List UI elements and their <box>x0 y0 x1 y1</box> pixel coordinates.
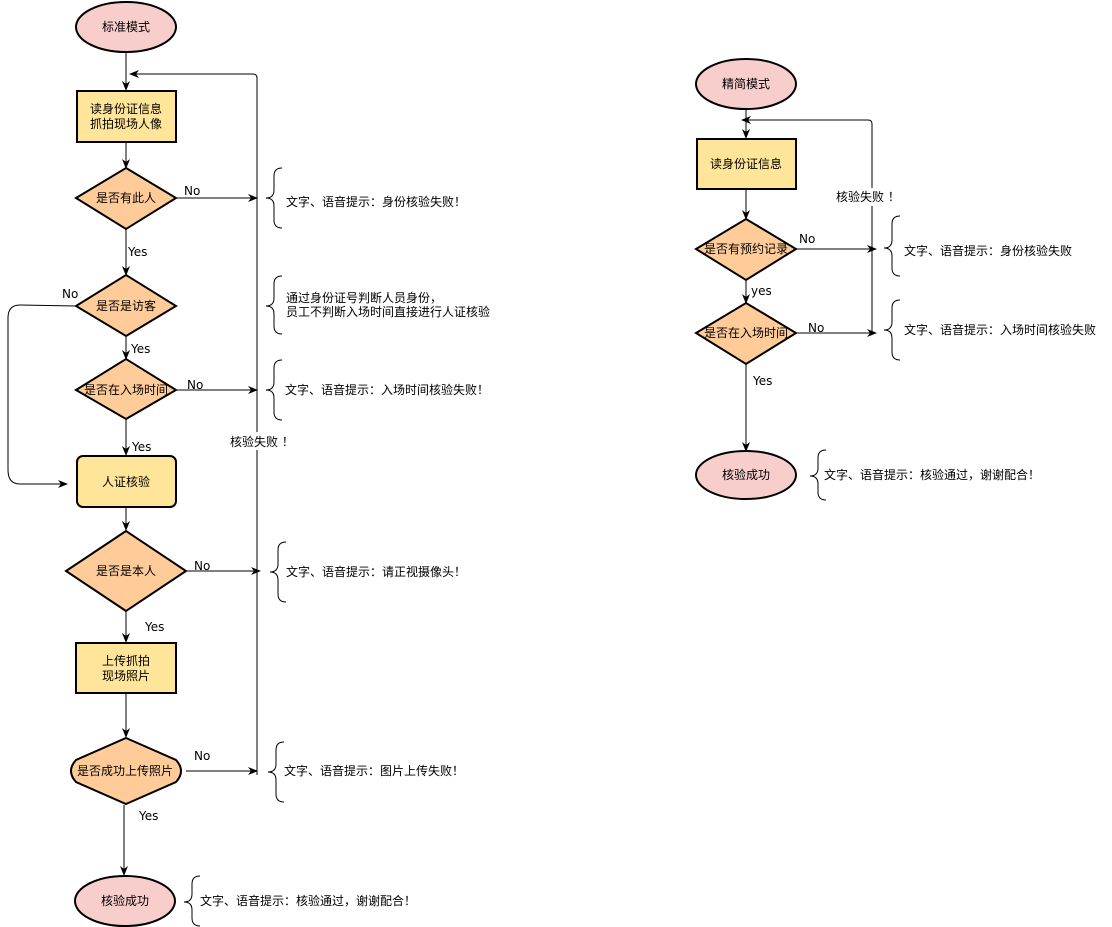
left-fail-label: 核验失败 ！ <box>230 434 294 449</box>
r-note-success-text: 文字、语音提示：核验通过，谢谢配合！ <box>824 467 1040 482</box>
node-start-standard: 标准模式 <box>75 1 177 53</box>
decision-time-label: 是否在入场时间 <box>84 383 168 397</box>
r-decision-time-label: 是否在入场时间 <box>704 326 788 340</box>
r-edge-label-yes-reserve: yes <box>751 284 772 298</box>
edge-label-no-upload: No <box>194 749 210 763</box>
read-id-label-line2: 抓拍现场人像 <box>90 116 162 131</box>
note-visitor-rule: 通过身份证号判断人员身份， 员工不判断入场时间直接进行人证核验 <box>265 275 490 335</box>
decision-visitor-label: 是否是访客 <box>96 298 156 313</box>
edge-label-yes-self: Yes <box>144 620 164 634</box>
edge-label-yes-person: Yes <box>127 245 147 259</box>
node-verify-id-face: 人证核验 <box>76 455 177 508</box>
node-r-decision-time: 是否在入场时间 <box>694 301 798 366</box>
r-edge-label-no-time: No <box>808 321 824 335</box>
r-edge-label-no-reserve: No <box>799 232 815 246</box>
edge-label-no-visitor: No <box>62 287 78 301</box>
r-read-id-label: 读身份证信息 <box>710 156 782 171</box>
left-connectors <box>7 53 261 876</box>
success-left-label: 核验成功 <box>101 893 149 908</box>
edge-label-yes-time: Yes <box>131 440 151 454</box>
upload-label-line1: 上传抓拍 <box>102 653 150 668</box>
edge-visitor-no-bypass <box>7 304 77 488</box>
decision-self-label: 是否是本人 <box>96 564 156 578</box>
read-id-label-line1: 读身份证信息 <box>90 101 162 116</box>
edge-label-yes-upload: Yes <box>138 809 158 823</box>
edge-label-no-time: No <box>187 378 203 392</box>
note-time-text: 文字、语音提示：入场时间核验失败！ <box>285 382 489 397</box>
start-simple-label: 精简模式 <box>722 77 770 91</box>
node-end-success-right: 核验成功 <box>695 450 797 500</box>
node-r-decision-reserve: 是否有预约记录 <box>694 217 798 282</box>
edge-label-no-self: No <box>194 559 210 573</box>
success-right-label: 核验成功 <box>722 467 770 482</box>
node-read-id-capture: 读身份证信息 抓拍现场人像 <box>76 90 177 143</box>
r-note-reserve-fail: 文字、语音提示：身份核验失败 <box>883 215 1072 277</box>
edge-label-yes-visitor: Yes <box>130 342 150 356</box>
note-visitor-text-line2: 员工不判断入场时间直接进行人证核验 <box>286 304 490 319</box>
return-loop-line-right <box>741 116 873 333</box>
r-note-reserve-text: 文字、语音提示：身份核验失败 <box>904 243 1072 258</box>
right-connectors <box>741 109 877 452</box>
verify-label: 人证核验 <box>102 474 150 489</box>
node-upload-photo: 上传抓拍 现场照片 <box>75 642 177 694</box>
node-decision-is-self: 是否是本人 <box>64 529 188 613</box>
r-edge-label-yes-time: Yes <box>752 374 772 388</box>
node-end-success-left: 核验成功 <box>74 875 176 927</box>
node-r-read-id: 读身份证信息 <box>696 138 797 190</box>
edge-label-no-person: No <box>184 184 200 198</box>
upload-label-line2: 现场照片 <box>102 669 150 683</box>
note-upload-fail: 文字、语音提示：图片上传失败！ <box>267 741 464 803</box>
node-decision-upload-ok: 是否成功上传照片 <box>70 736 182 806</box>
right-fail-label: 核验失败 ！ <box>836 189 900 204</box>
node-decision-entry-time: 是否在入场时间 <box>74 357 178 421</box>
note-person-text: 文字、语音提示：身份核验失败！ <box>286 194 466 209</box>
node-start-simple: 精简模式 <box>695 58 797 110</box>
node-decision-visitor: 是否是访客 <box>74 273 178 338</box>
note-time-fail: 文字、语音提示：入场时间核验失败！ <box>265 359 489 421</box>
return-loop-line <box>129 70 258 775</box>
r-note-success: 文字、语音提示：核验通过，谢谢配合！ <box>809 449 1040 501</box>
note-self-fail: 文字、语音提示：请正视摄像头！ <box>269 541 466 603</box>
decision-person-label: 是否有此人 <box>96 191 156 205</box>
r-note-time-text: 文字、语音提示：入场时间核验失败 <box>904 322 1096 337</box>
node-decision-person-exists: 是否有此人 <box>74 166 178 231</box>
note-person-fail: 文字、语音提示：身份核验失败！ <box>265 167 466 229</box>
note-success-left: 文字、语音提示：核验通过，谢谢配合！ <box>183 875 416 927</box>
r-decision-reserve-label: 是否有预约记录 <box>704 241 788 256</box>
note-upload-text: 文字、语音提示：图片上传失败！ <box>284 763 464 778</box>
note-success-left-text: 文字、语音提示：核验通过，谢谢配合！ <box>200 893 416 908</box>
r-note-time-fail: 文字、语音提示：入场时间核验失败 <box>883 299 1096 361</box>
decision-upload-label: 是否成功上传照片 <box>77 763 173 778</box>
note-visitor-text-line1: 通过身份证号判断人员身份， <box>286 290 442 305</box>
note-self-text: 文字、语音提示：请正视摄像头！ <box>286 564 466 579</box>
start-standard-label: 标准模式 <box>102 20 150 34</box>
